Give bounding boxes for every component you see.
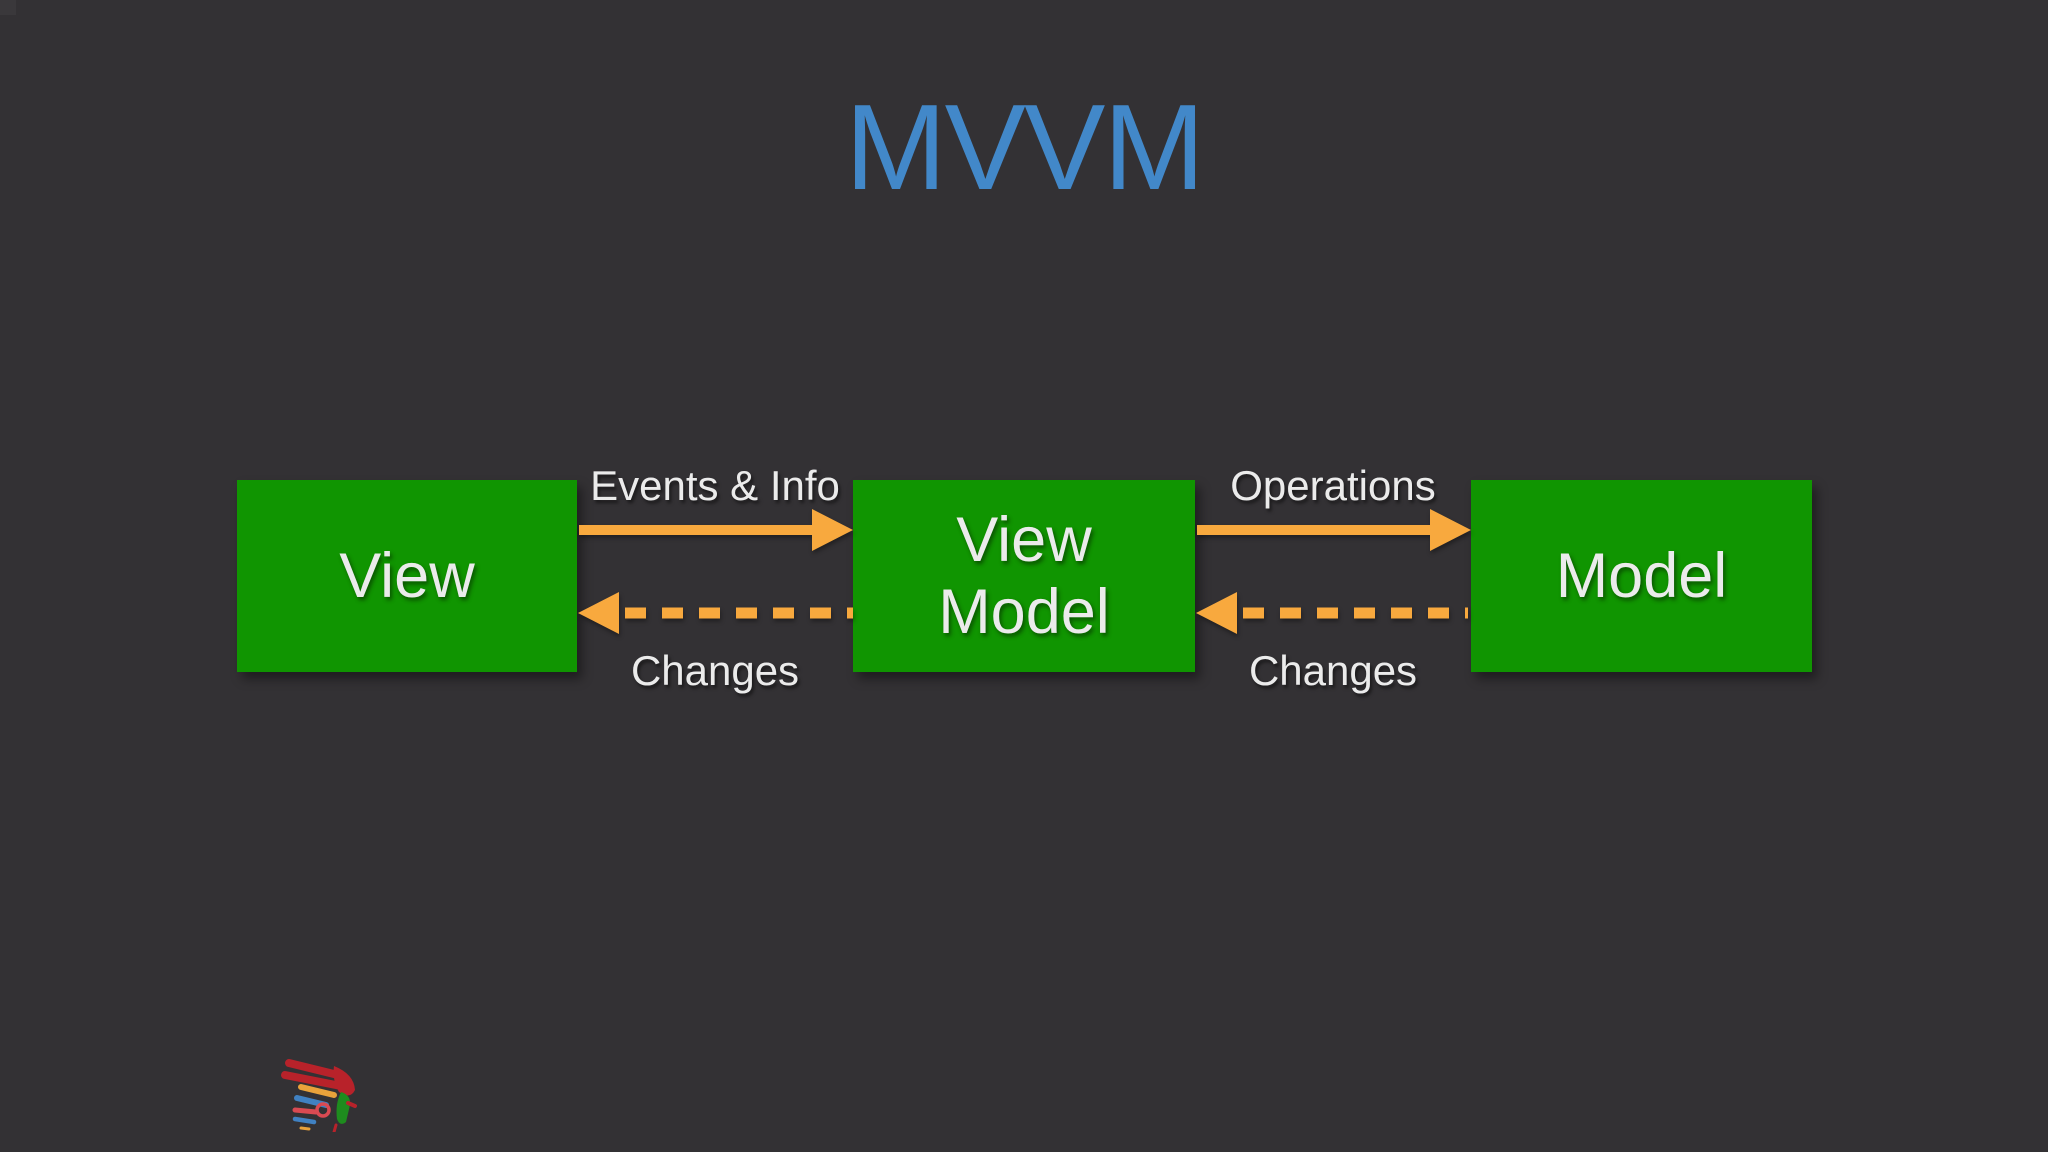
edge-label-changes-right: Changes [1248, 647, 1418, 694]
node-view-model-label-line1: View [956, 505, 1092, 575]
window-corner-artifact [0, 0, 16, 15]
feathered-head-logo [281, 1059, 357, 1132]
node-view-label: View [339, 541, 475, 611]
node-view-model-label-line2: Model [938, 577, 1110, 647]
diagram-node-model: Model [1471, 480, 1812, 672]
logo-hair-blob [333, 1066, 355, 1096]
arrow-changes-left [578, 592, 853, 634]
node-model-label: Model [1555, 541, 1728, 611]
arrow-operations [1197, 509, 1471, 551]
page-title: MVVM [845, 79, 1205, 215]
diagram-node-view: View [237, 480, 577, 672]
arrow-changes-right [1196, 592, 1468, 634]
diagram-node-view-model: View Model [853, 480, 1195, 672]
edge-label-operations: Operations [1230, 462, 1436, 509]
logo-face [336, 1092, 351, 1124]
edge-label-changes-left: Changes [630, 647, 800, 694]
edge-label-events-info: Events & Info [590, 462, 840, 509]
arrow-events-info [579, 509, 853, 551]
